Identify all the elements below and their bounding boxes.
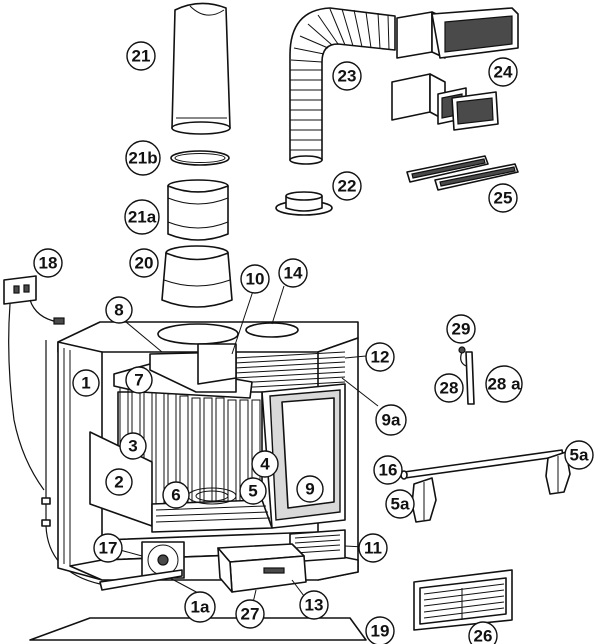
callout-19: 19 [365, 616, 395, 644]
callout-23: 23 [332, 61, 362, 91]
part-grille-panel [413, 569, 513, 631]
callout-21: 21 [126, 41, 156, 71]
svg-text:11: 11 [364, 539, 382, 558]
part-support-rod [400, 449, 564, 480]
callout-16: 16 [373, 455, 403, 485]
callout-5a-right: 5a [564, 440, 594, 470]
svg-text:23: 23 [338, 67, 357, 86]
part-handle-tool [458, 346, 475, 405]
svg-text:5a: 5a [391, 495, 410, 514]
svg-text:19: 19 [371, 622, 390, 641]
svg-text:5: 5 [248, 482, 257, 501]
svg-text:26: 26 [474, 627, 493, 644]
svg-text:27: 27 [241, 605, 260, 624]
svg-text:14: 14 [284, 264, 303, 283]
part-sleeve [167, 179, 229, 241]
part-control-box [3, 275, 101, 585]
callout-29: 29 [446, 314, 476, 344]
svg-text:2: 2 [114, 473, 123, 492]
callout-22: 22 [332, 171, 362, 201]
callout-1a: 1a [184, 591, 216, 623]
svg-text:8: 8 [114, 301, 123, 320]
callout-18: 18 [33, 248, 63, 278]
part-round-adaptor [275, 191, 333, 216]
svg-text:21a: 21a [128, 208, 157, 227]
svg-text:6: 6 [171, 486, 180, 505]
part-trim-bars [406, 155, 519, 191]
svg-text:3: 3 [128, 437, 137, 456]
part-floor-plate [29, 617, 367, 641]
svg-text:20: 20 [135, 254, 154, 273]
part-collar [161, 245, 233, 308]
callout-9: 9 [296, 475, 324, 503]
svg-text:4: 4 [260, 455, 270, 474]
svg-text:10: 10 [246, 270, 265, 289]
callout-28: 28 [434, 373, 464, 403]
part-clamp-ring [170, 150, 230, 166]
callout-24: 24 [488, 57, 518, 87]
callout-5: 5 [239, 477, 267, 505]
svg-text:17: 17 [99, 539, 118, 558]
callout-17: 17 [93, 533, 123, 563]
svg-text:29: 29 [452, 320, 471, 339]
svg-text:21: 21 [132, 47, 151, 66]
callout-8: 8 [105, 296, 133, 324]
svg-text:28: 28 [440, 379, 459, 398]
part-flue-pipe [171, 2, 231, 135]
svg-text:25: 25 [494, 189, 513, 208]
svg-text:28 a: 28 a [487, 375, 521, 394]
callout-20: 20 [129, 248, 159, 278]
svg-text:5a: 5a [570, 446, 589, 465]
svg-text:1: 1 [81, 374, 90, 393]
svg-text:22: 22 [338, 177, 357, 196]
part-bracket-left [411, 477, 437, 523]
part-flexible-duct [289, 7, 396, 165]
callout-21a: 21a [124, 199, 160, 235]
svg-text:21b: 21b [128, 149, 157, 168]
callout-6: 6 [162, 481, 190, 509]
svg-text:16: 16 [379, 461, 398, 480]
callout-27: 27 [235, 599, 265, 629]
callout-10: 10 [240, 264, 270, 294]
callout-12: 12 [365, 342, 395, 372]
callout-28a: 28 a [485, 365, 523, 403]
callout-7: 7 [125, 366, 153, 394]
svg-text:12: 12 [371, 348, 390, 367]
part-outlet-grilles [391, 7, 519, 131]
svg-text:18: 18 [39, 254, 58, 273]
callout-26: 26 [468, 621, 498, 644]
callout-13: 13 [299, 590, 329, 620]
callout-4: 4 [251, 450, 279, 478]
svg-text:9a: 9a [382, 411, 401, 430]
callout-25: 25 [488, 183, 518, 213]
callout-14: 14 [278, 258, 308, 288]
callout-2: 2 [105, 468, 133, 496]
leader-lines [119, 285, 379, 608]
svg-text:1a: 1a [191, 598, 210, 617]
callout-9a: 9a [375, 404, 407, 436]
callout-21b: 21b [125, 140, 161, 176]
svg-text:7: 7 [134, 371, 143, 390]
svg-text:9: 9 [305, 480, 314, 499]
callout-5a-left: 5a [385, 489, 415, 519]
svg-text:13: 13 [305, 596, 324, 615]
callout-3: 3 [119, 432, 147, 460]
callout-1: 1 [72, 369, 100, 397]
callout-11: 11 [358, 533, 388, 563]
svg-text:24: 24 [494, 63, 513, 82]
